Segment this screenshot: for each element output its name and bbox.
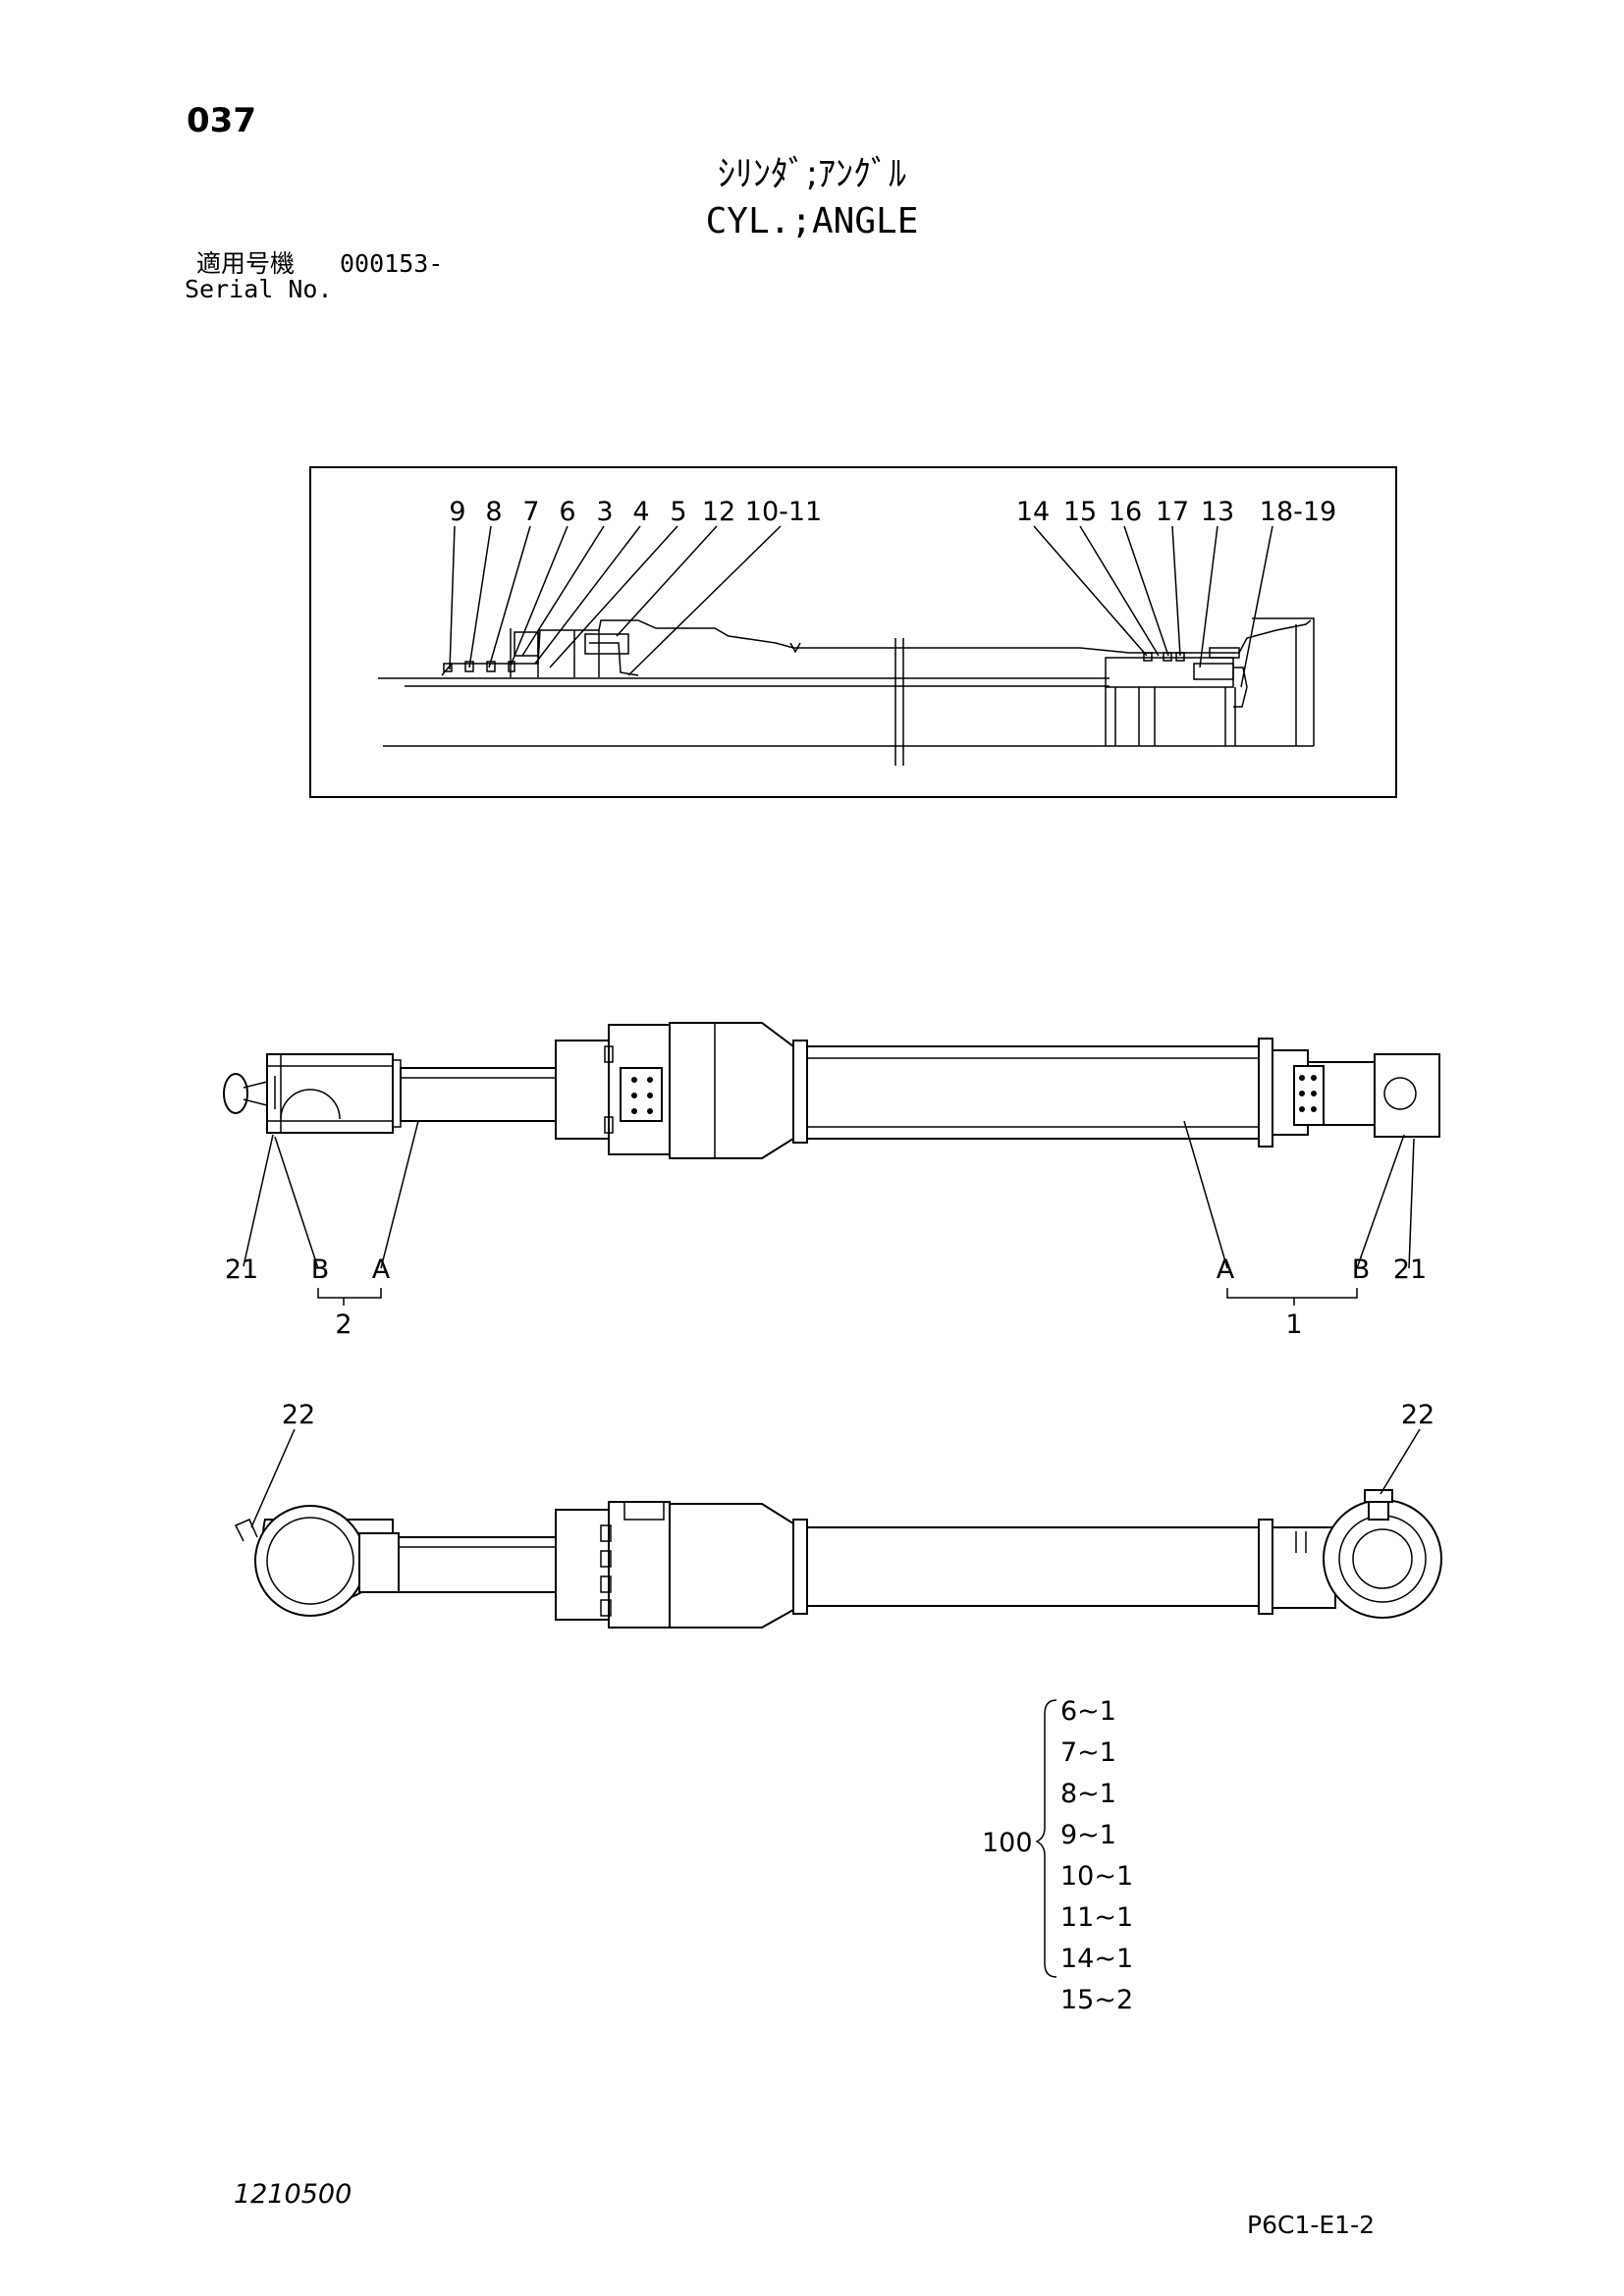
callout-a-right: A	[1217, 1255, 1235, 1285]
callout-a-left: A	[372, 1255, 391, 1285]
callout-9: 9	[449, 497, 465, 527]
page-number: 037	[187, 101, 256, 140]
kit-item-3: 8~1	[1060, 1779, 1116, 1809]
callout-13: 13	[1201, 497, 1234, 527]
callout-4: 4	[632, 497, 649, 527]
callout-5: 5	[670, 497, 686, 527]
callout-21-left: 21	[225, 1255, 258, 1285]
serial-label-japanese: 適用号機	[196, 249, 296, 278]
callout-12: 12	[702, 497, 735, 527]
callout-6: 6	[559, 497, 575, 527]
kit-item-8: 15~2	[1060, 1985, 1133, 2015]
callout-b-right: B	[1352, 1255, 1371, 1285]
kit-item-4: 9~1	[1060, 1820, 1116, 1850]
callout-17: 17	[1156, 497, 1189, 527]
page-code: P6C1-E1-2	[1247, 2211, 1375, 2239]
callout-22-right: 22	[1401, 1400, 1435, 1430]
callout-21-right: 21	[1393, 1255, 1427, 1285]
assembly-2: 2	[335, 1309, 352, 1340]
callout-3: 3	[596, 497, 613, 527]
document-number: 1210500	[234, 2179, 352, 2210]
kit-item-5: 10~1	[1060, 1861, 1133, 1892]
assembly-1: 1	[1285, 1309, 1302, 1340]
serial-label-english: Serial No.	[185, 275, 333, 303]
kit-brace	[1035, 1699, 1057, 1978]
kit-item-1: 6~1	[1060, 1696, 1116, 1727]
callout-b-left: B	[311, 1255, 330, 1285]
title-japanese: ｼﾘﾝﾀﾞ;ｱﾝｸﾞﾙ	[717, 154, 907, 194]
kit-item-7: 14~1	[1060, 1944, 1133, 1974]
callout-15: 15	[1063, 497, 1097, 527]
callout-7: 7	[522, 497, 539, 527]
callout-16: 16	[1109, 497, 1142, 527]
callout-14: 14	[1016, 497, 1050, 527]
kit-number: 100	[982, 1828, 1033, 1858]
callout-22-left: 22	[282, 1400, 315, 1430]
callout-8: 8	[485, 497, 502, 527]
callout-10-11: 10-11	[745, 497, 822, 527]
serial-number-value: 000153-	[340, 249, 444, 278]
kit-item-2: 7~1	[1060, 1737, 1116, 1768]
title-english: CYL.;ANGLE	[705, 201, 919, 241]
detail-section-view: 9 8 7 6 3 4 5 12 10-11 14 15 16 17 13 18…	[309, 466, 1397, 798]
kit-item-6: 11~1	[1060, 1902, 1133, 1933]
detail-frame	[309, 466, 1397, 798]
cylinder-side-view: 22 22	[234, 1400, 1442, 1629]
cylinder-top-view: 21 B A 2 A B 21 1	[223, 1022, 1440, 1340]
kit-list: 100 6~1 7~1 8~1 9~1 10~1 11~1 14~1 15~2	[982, 1696, 1133, 2015]
callout-18-19: 18-19	[1260, 497, 1336, 527]
